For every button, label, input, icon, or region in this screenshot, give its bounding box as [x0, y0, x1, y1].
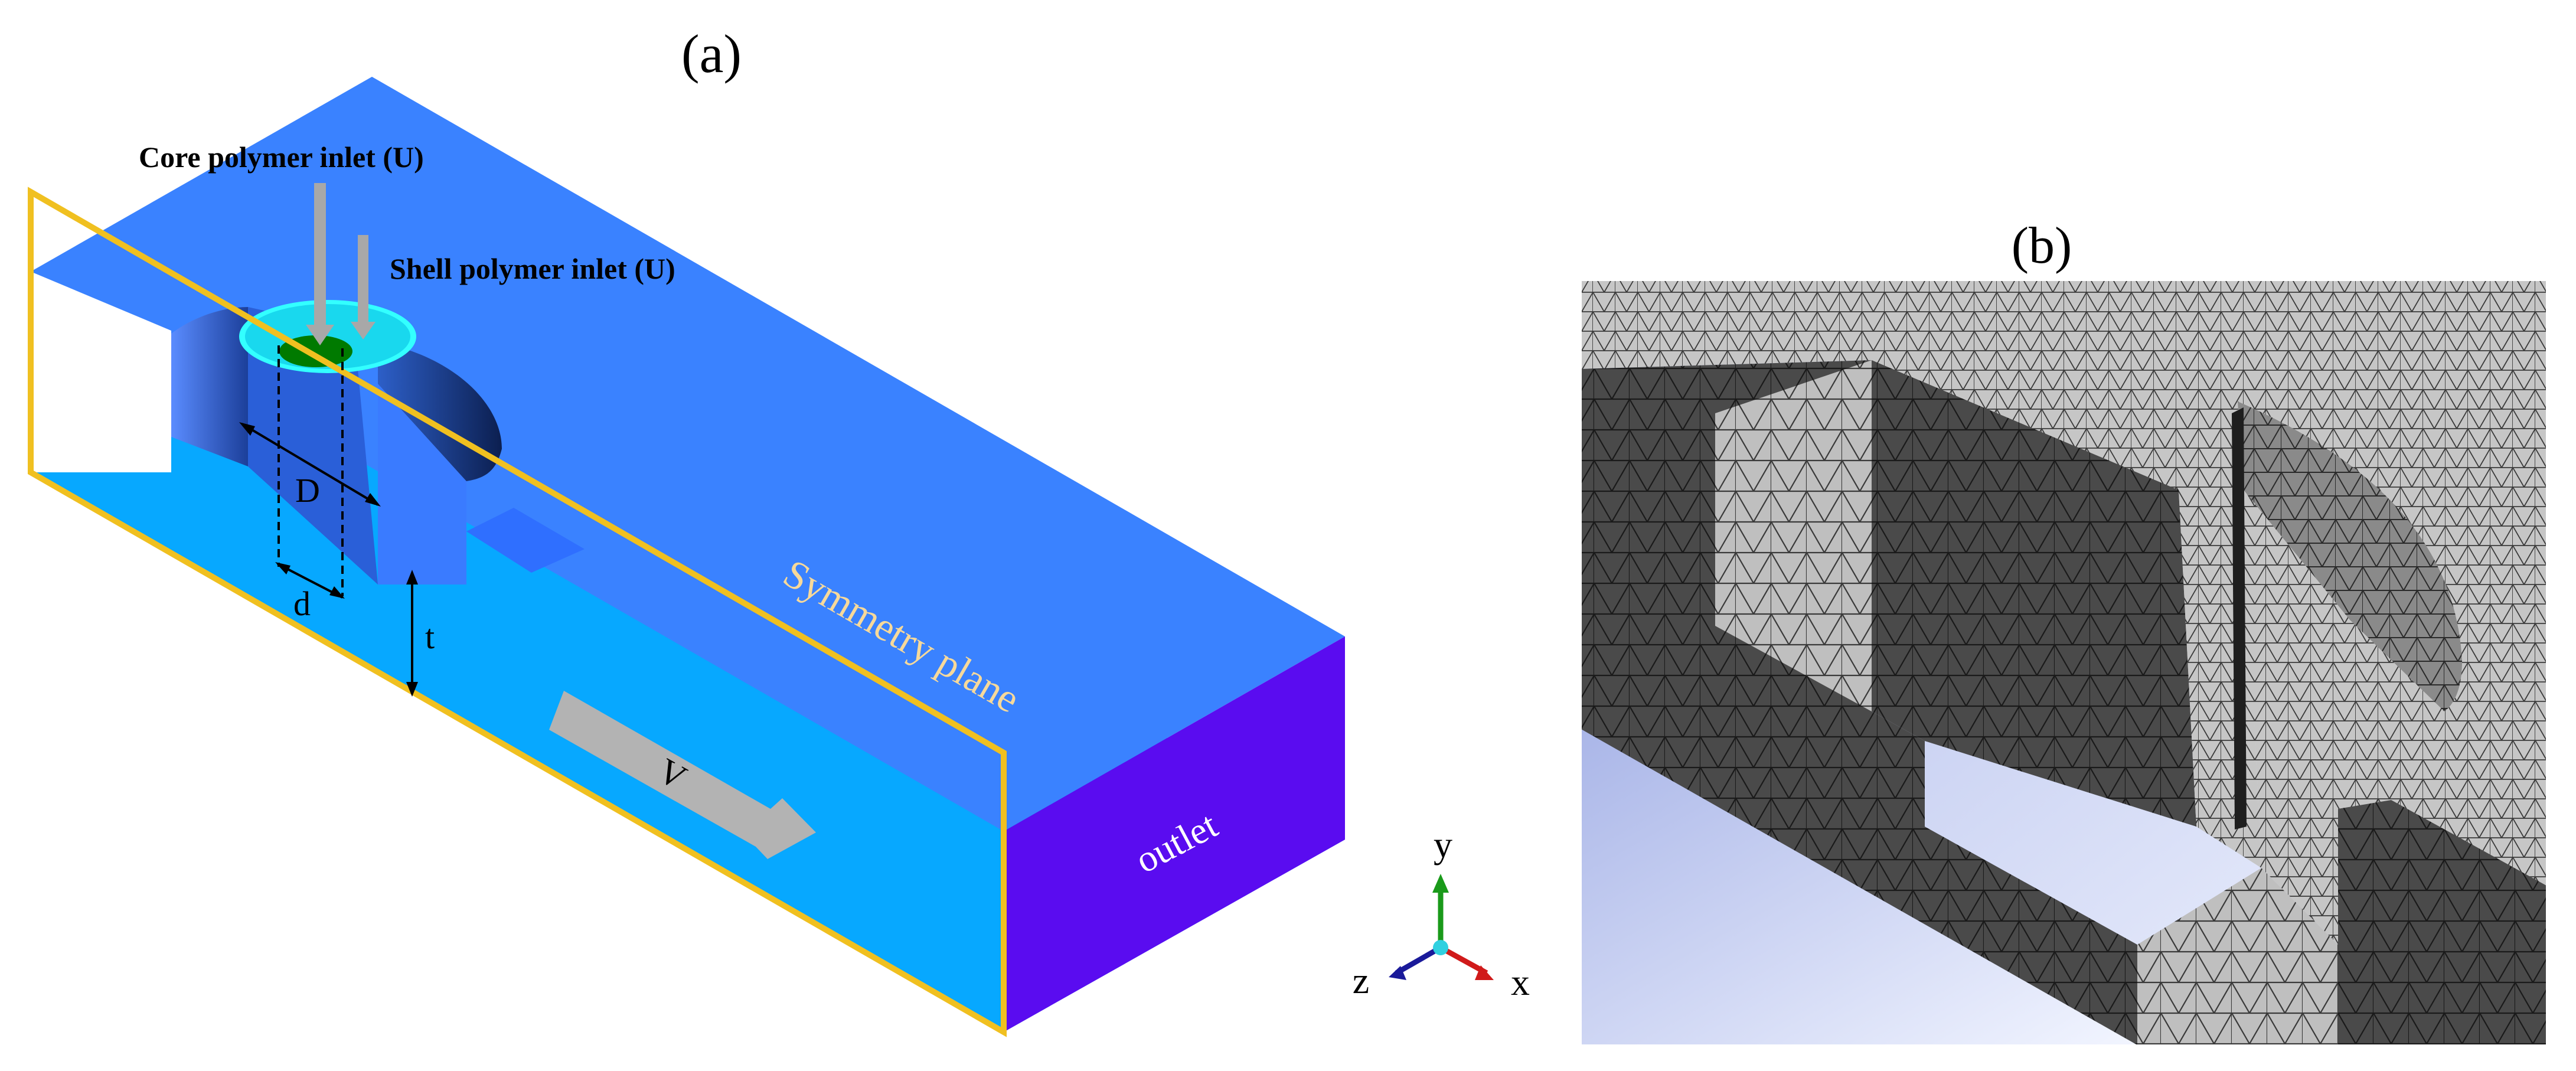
- velocity-arrow: [549, 691, 816, 859]
- dim-D-label: D: [295, 471, 320, 510]
- cut-slot: [31, 272, 171, 472]
- panel-a: (a) Core polymer inlet (U) Shell polymer…: [28, 24, 1345, 1037]
- core-inlet-label: Core polymer inlet (U): [139, 141, 424, 174]
- outlet-face: [1004, 636, 1345, 1032]
- mesh-view: [1581, 280, 2546, 1045]
- panel-b: (b): [1581, 217, 2547, 1046]
- shell-inlet-label: Shell polymer inlet (U): [390, 252, 675, 285]
- axis-y-label: y: [1434, 824, 1452, 866]
- dim-t-label: t: [425, 618, 435, 656]
- dimension-t: [406, 570, 418, 697]
- panel-a-label: (a): [681, 24, 742, 84]
- dim-d-label: d: [293, 585, 311, 623]
- axis-x-label: x: [1511, 961, 1530, 1003]
- slot-floor: [466, 508, 585, 573]
- axis-z-label: z: [1353, 959, 1369, 1001]
- shell-inlet-arrow: [351, 235, 376, 339]
- axis-triad: y x z: [1353, 824, 1530, 1003]
- core-inlet-arrow: [306, 183, 334, 345]
- cavity-cut-face: [378, 384, 466, 585]
- symmetry-plane-frame: [28, 187, 1007, 1037]
- dimension-D: [239, 422, 381, 507]
- dimension-d: [275, 562, 345, 599]
- panel-b-label: (b): [2012, 217, 2072, 275]
- cavity-wall-left: [171, 307, 248, 466]
